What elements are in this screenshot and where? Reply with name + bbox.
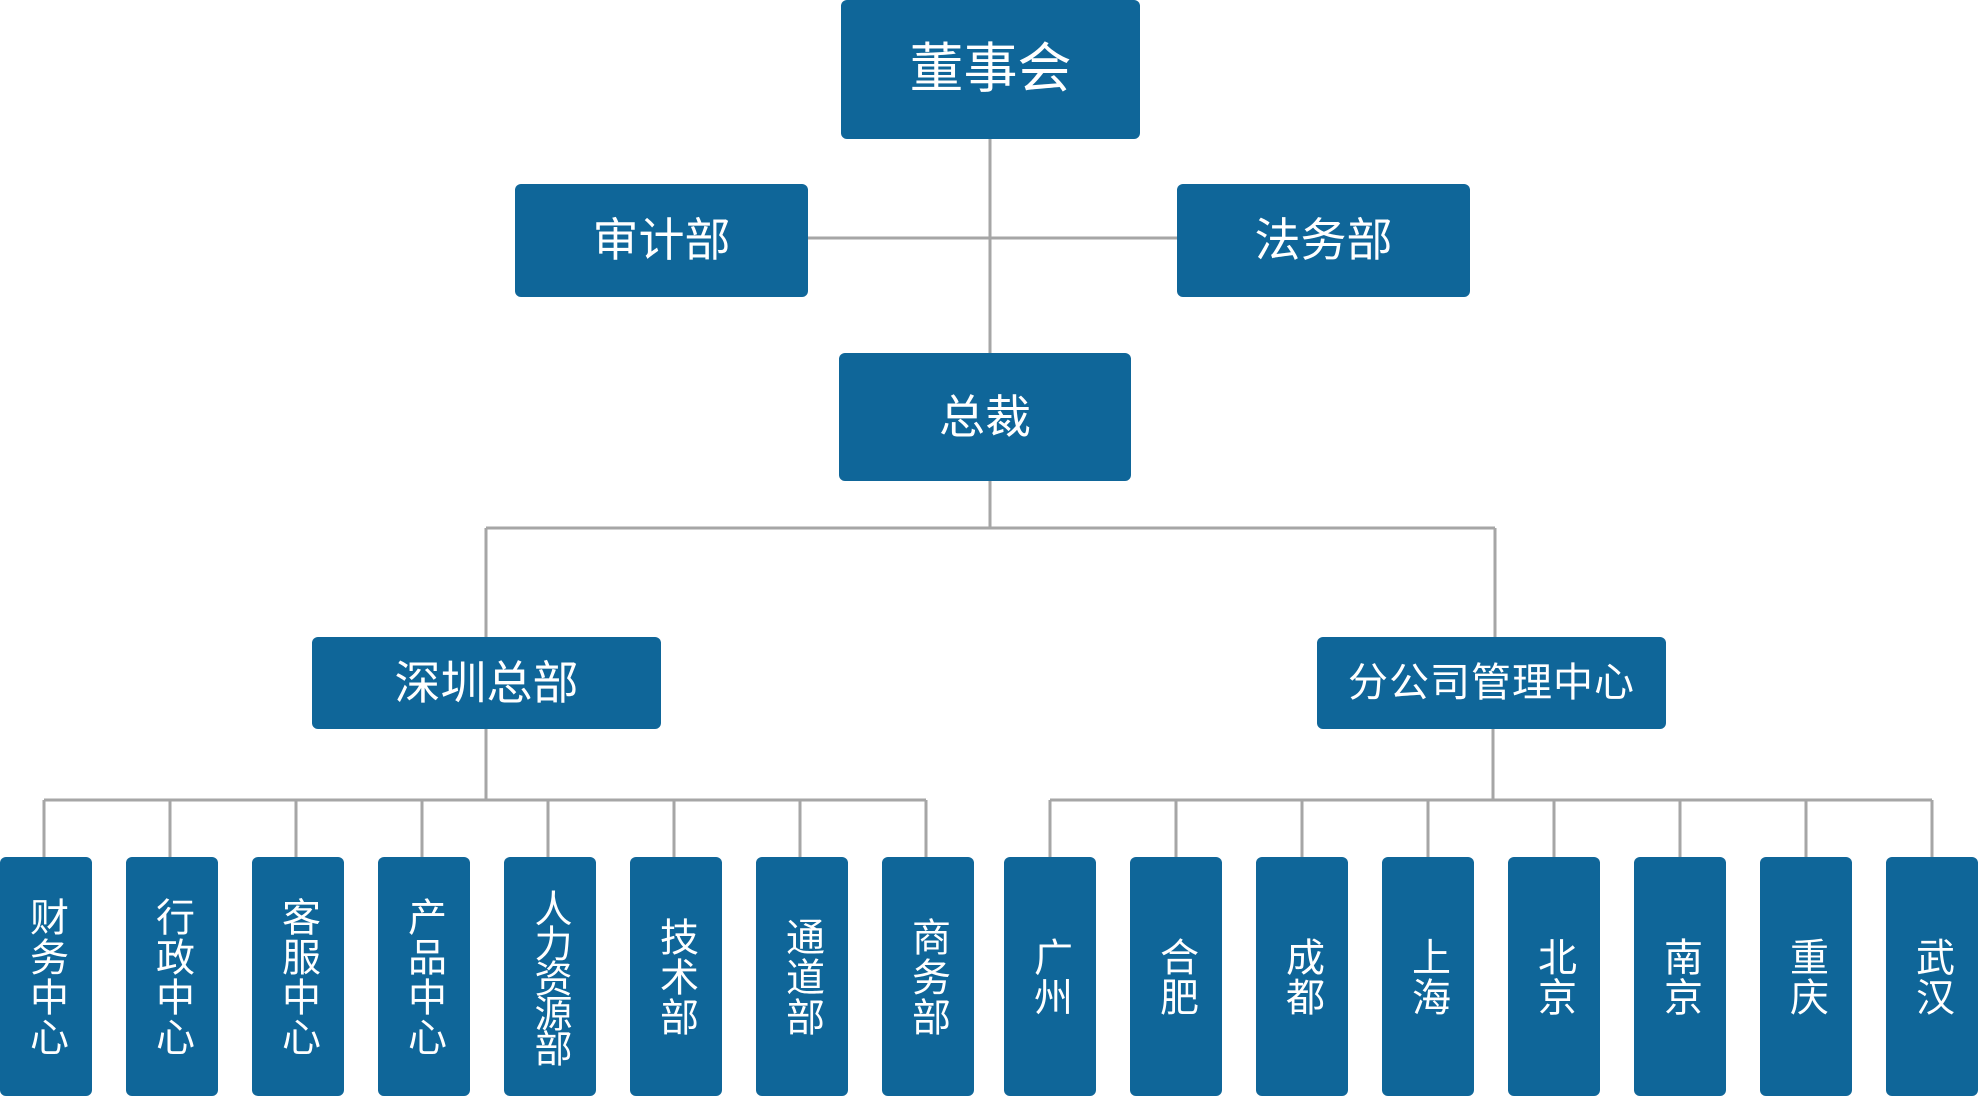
dept-customer-service: 客服中心 (252, 857, 344, 1096)
audit-box: 审计部 (515, 184, 808, 297)
branch-chongqing: 重庆 (1760, 857, 1852, 1096)
branch-wuhan: 武汉 (1886, 857, 1978, 1096)
branch-hefei: 合肥 (1130, 857, 1222, 1096)
branch-nanjing: 南京 (1634, 857, 1726, 1096)
dept-channel: 通道部 (756, 857, 848, 1096)
dept-business: 商务部 (882, 857, 974, 1096)
shenzhen-hq-box: 深圳总部 (312, 637, 661, 729)
dept-hr: 人力资源部 (504, 857, 596, 1096)
dept-admin: 行政中心 (126, 857, 218, 1096)
dept-finance: 财务中心 (0, 857, 92, 1096)
dept-product: 产品中心 (378, 857, 470, 1096)
branch-chengdu: 成都 (1256, 857, 1348, 1096)
dept-tech: 技术部 (630, 857, 722, 1096)
president-box: 总裁 (839, 353, 1131, 481)
legal-box: 法务部 (1177, 184, 1470, 297)
board-box: 董事会 (841, 0, 1140, 139)
branch-guangzhou: 广州 (1004, 857, 1096, 1096)
branch-shanghai: 上海 (1382, 857, 1474, 1096)
branch-beijing: 北京 (1508, 857, 1600, 1096)
branch-center-box: 分公司管理中心 (1317, 637, 1666, 729)
